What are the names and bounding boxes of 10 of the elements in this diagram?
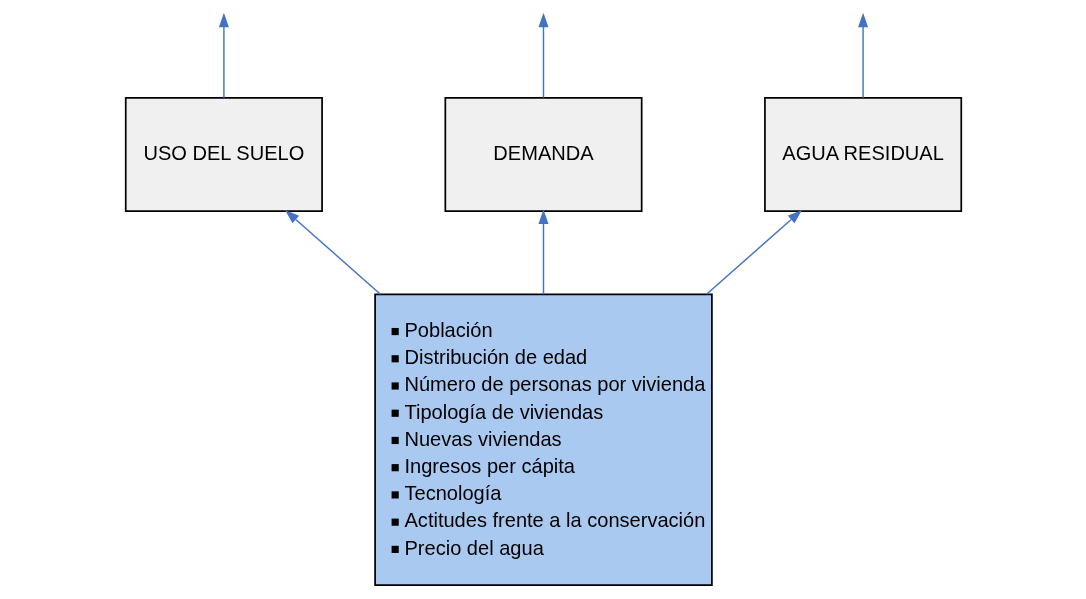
node-box: DEMANDA <box>443 97 643 212</box>
arrow <box>857 12 868 99</box>
node-box: Población Distribución de edad Número de personas por vivienda Tipología de viviendas Nuevas viviendas Ingresos per cápita Tecnología Actitudes frente a la conservación Precio del agua <box>373 293 713 587</box>
node-box: AGUA RESIDUAL <box>763 97 962 212</box>
arrow <box>538 12 548 99</box>
arrow <box>284 210 381 295</box>
arrow <box>705 210 802 295</box>
arrow <box>538 209 548 295</box>
arrow <box>218 12 229 99</box>
node-box: USO DEL SUELO <box>124 97 323 212</box>
